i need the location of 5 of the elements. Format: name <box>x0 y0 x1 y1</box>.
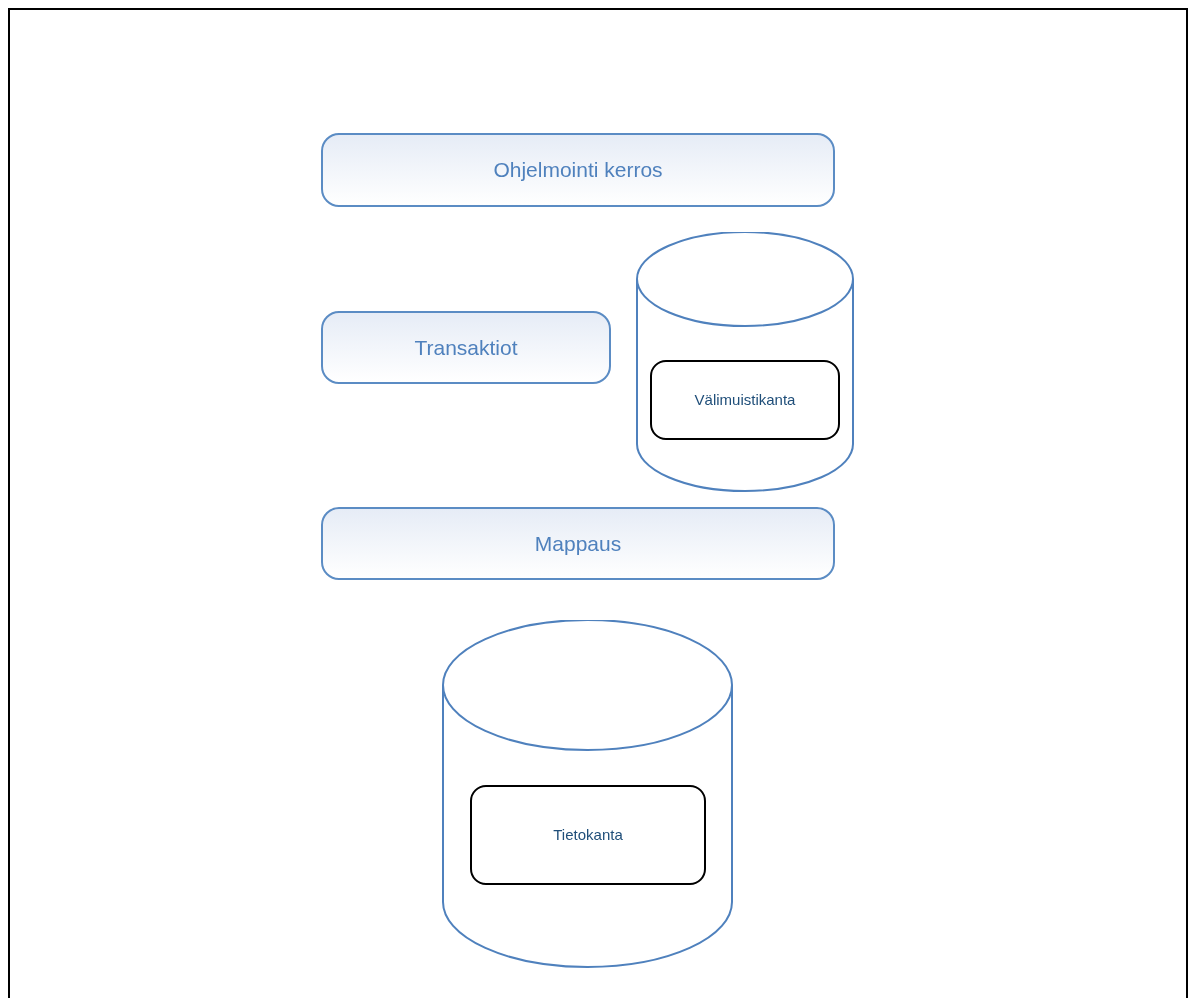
rounded-box: Välimuistikanta <box>650 360 840 440</box>
layer-box: Mappaus <box>321 507 835 580</box>
layer-box: Ohjelmointi kerros <box>321 133 835 207</box>
rounded-box: Tietokanta <box>470 785 706 885</box>
layer-box: Transaktiot <box>321 311 611 384</box>
